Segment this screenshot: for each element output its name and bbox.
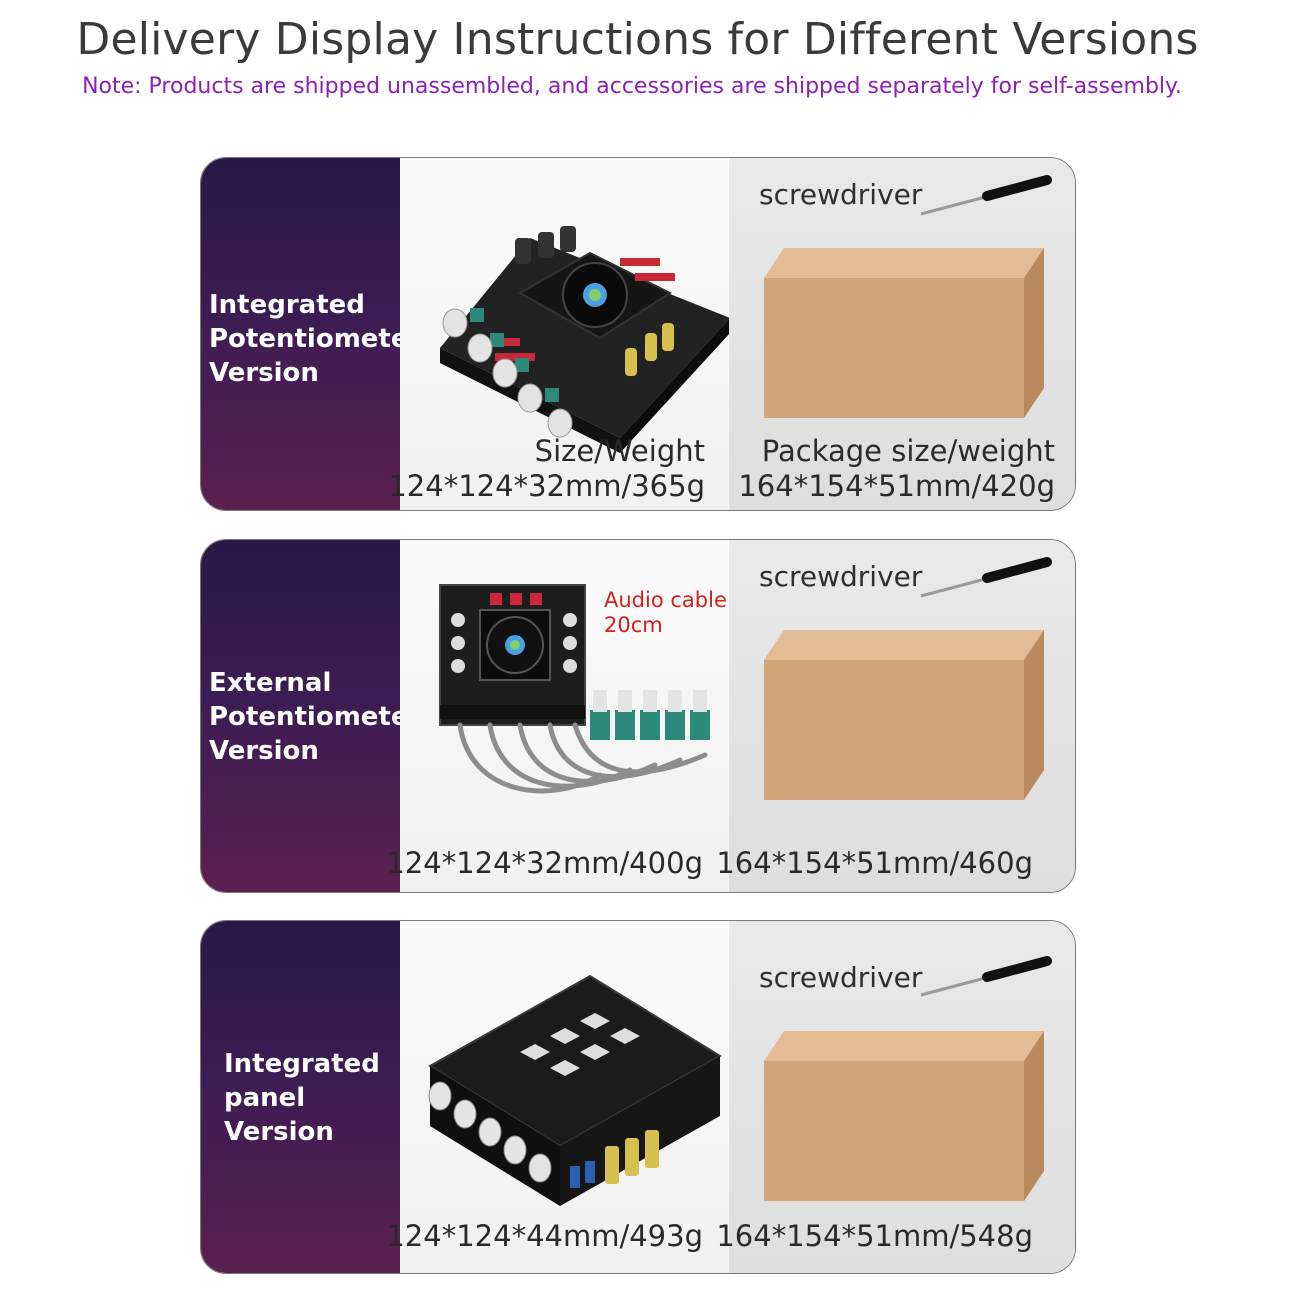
shipping-note: Note: Products are shipped unassembled, …: [82, 74, 1182, 99]
version-label: External Potentiometer Version: [209, 668, 422, 766]
version-label-panel: Integrated Potentiometer Version: [201, 158, 421, 510]
product-size-value: 124*124*44mm/493g: [386, 1219, 703, 1253]
package-size-heading: Package size/weight: [761, 434, 1055, 468]
product-panel: Audio cable 20cm 124*124*32mm/400g: [386, 540, 729, 892]
version-card-external-potentiometer: External Potentiometer Version: [200, 539, 1076, 893]
package-size-value: 164*154*51mm/548g: [716, 1219, 1033, 1253]
version-label: Integrated panel Version: [224, 1049, 380, 1147]
screwdriver-icon: [920, 557, 1052, 598]
product-size-heading: Size/Weight: [534, 434, 705, 468]
package-size-value: 164*154*51mm/420g: [738, 469, 1055, 503]
version-label: Integrated Potentiometer Version: [209, 290, 422, 388]
product-panel: 124*124*44mm/493g: [386, 921, 729, 1273]
accessory-label: screwdriver: [759, 560, 923, 593]
shipping-box-icon: [764, 630, 1044, 800]
product-size-value: 124*124*32mm/365g: [388, 469, 705, 503]
version-label-panel: Integrated panel Version: [201, 921, 400, 1273]
amplifier-board-icon: [428, 974, 722, 1206]
accessory-label: screwdriver: [759, 961, 923, 994]
version-card-integrated-panel: Integrated panel Version: [200, 920, 1076, 1274]
page-title: Delivery Display Instructions for Differ…: [76, 14, 1199, 65]
accessory-label: screwdriver: [759, 178, 923, 211]
screwdriver-icon: [920, 956, 1052, 997]
shipping-box-icon: [764, 1031, 1044, 1201]
amplifier-board-icon: [440, 226, 730, 453]
product-size-value: 124*124*32mm/400g: [386, 846, 703, 880]
shipping-box-icon: [764, 248, 1044, 418]
screwdriver-icon: [920, 175, 1052, 216]
version-label-panel: External Potentiometer Version: [201, 540, 421, 892]
version-card-integrated-potentiometer: Integrated Potentiometer Version: [200, 157, 1076, 511]
audio-cable-note: Audio cable 20cm: [604, 588, 727, 637]
package-panel: screwdriver 164*154*51mm/548g: [716, 921, 1075, 1273]
product-panel: Size/Weight 124*124*32mm/365g: [388, 158, 730, 510]
package-size-value: 164*154*51mm/460g: [716, 846, 1033, 880]
package-panel: screwdriver 164*154*51mm/460g: [716, 540, 1075, 892]
package-panel: screwdriver Package size/weight 164*154*…: [729, 158, 1075, 510]
amplifier-board-icon: [439, 584, 710, 794]
